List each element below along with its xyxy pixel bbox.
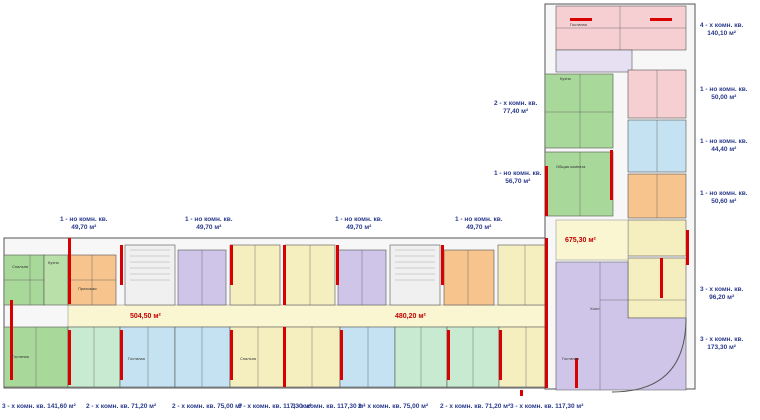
- apt-area: 117,30 м²: [555, 403, 584, 410]
- apt-type: 2 - х комн. кв.: [172, 403, 216, 410]
- apt-area: 117,30 м²: [337, 403, 366, 410]
- apt-label-bottom-2: 2 - х комн. кв. 71,20 м²: [86, 403, 156, 411]
- room-yellow-4: [229, 326, 286, 388]
- room-blue-2: [174, 326, 231, 388]
- apt-type: 1 - но комн. кв.: [455, 216, 503, 223]
- apt-type: 3 - х комн. кв.: [2, 403, 46, 410]
- room-label-living-2: Гостиная: [128, 356, 145, 361]
- apt-area: 49,70 м²: [346, 224, 372, 231]
- apt-area: 117,30 м²: [283, 403, 312, 410]
- red-walls: [10, 18, 689, 396]
- apt-label-right-5: 1 - но комн. кв. 56,70 м²: [494, 170, 542, 186]
- apt-label-top-4: 1 - но комн. кв. 49,70 м²: [455, 216, 503, 232]
- apt-type: 1 - но комн. кв.: [60, 216, 108, 223]
- apt-area: 141,60 м²: [47, 403, 76, 410]
- apt-area: 75,00 м²: [403, 403, 429, 410]
- room-label-bedroom-1: Спальня: [12, 264, 28, 269]
- apt-type: 3 - х комн. кв.: [292, 403, 336, 410]
- stair-lines: [130, 249, 435, 281]
- apt-type: 3 - х комн. кв.: [700, 286, 744, 293]
- apt-label-bottom-5: 3 - х комн. кв. 117,30 м²: [292, 403, 365, 411]
- apt-label-top-3: 1 - но комн. кв. 49,70 м²: [335, 216, 383, 232]
- apt-area: 77,40 м²: [503, 108, 529, 115]
- room-stair-2: [389, 244, 441, 306]
- room-yellow-right-2: [627, 257, 687, 319]
- apt-label-right-8: 3 - х комн. кв. 173,30 м²: [700, 336, 743, 352]
- room-label-living-1: Гостиная: [12, 354, 29, 359]
- apt-type: 4 - х комн. кв.: [700, 22, 744, 29]
- corner-curve: [611, 317, 687, 393]
- room-orange-2: [443, 249, 495, 306]
- room-label-living-4: Гостиная: [562, 356, 579, 361]
- apt-area: 56,70 м²: [505, 178, 531, 185]
- apt-type: 1 - но комн. кв.: [700, 190, 748, 197]
- room-blue-3: [339, 326, 396, 388]
- apt-label-bottom-4: 3 - х комн. кв. 117,30 м²: [238, 403, 311, 411]
- room-green-right-2: [544, 151, 614, 217]
- apt-area: 75,00 м²: [217, 403, 243, 410]
- room-stair-1: [124, 244, 176, 306]
- room-green-2: [43, 254, 69, 306]
- apt-label-right-4: 1 - но комн. кв. 44,40 м²: [700, 138, 748, 154]
- apt-area: 49,70 м²: [71, 224, 97, 231]
- apt-area: 71,20 м²: [485, 403, 511, 410]
- apt-label-bottom-1: 3 - х комн. кв. 141,60 м²: [2, 403, 76, 411]
- apt-type: 3 - х комн. кв.: [510, 403, 554, 410]
- corridor-area-2: 480,20 м²: [395, 313, 427, 320]
- room-label-dining-1: Общая комната: [556, 164, 586, 169]
- apt-area: 49,70 м²: [196, 224, 222, 231]
- apt-area: 50,60 м²: [711, 198, 737, 205]
- apt-label-right-1: 4 - х комн. кв. 140,10 м²: [700, 22, 743, 38]
- corridor-area-3: 675,30 м²: [565, 237, 597, 244]
- apt-type: 2 - х комн. кв.: [494, 100, 538, 107]
- room-label-bedroom-2: Спальня: [240, 356, 256, 361]
- apt-label-right-6: 1 - но комн. кв. 50,60 м²: [700, 190, 748, 206]
- apt-label-top-2: 1 - но комн. кв. 49,70 м²: [185, 216, 233, 232]
- room-yellow-5: [284, 326, 341, 388]
- apt-area: 71,20 м²: [131, 403, 157, 410]
- apt-type: 1 - но комн. кв.: [494, 170, 542, 177]
- apt-type: 2 - х комн. кв.: [440, 403, 484, 410]
- room-green-right-1: [544, 73, 614, 149]
- apt-type: 3 - х комн. кв.: [238, 403, 282, 410]
- room-yellow-right-1: [627, 219, 687, 257]
- apt-type: 3 - х комн. кв.: [700, 336, 744, 343]
- apt-label-top-1: 1 - но комн. кв. 49,70 м²: [60, 216, 108, 232]
- corridor-area-1: 504,50 м²: [130, 313, 162, 320]
- room-blue-1: [119, 326, 176, 388]
- apt-label-bottom-7: 2 - х комн. кв. 71,20 м²: [440, 403, 510, 411]
- room-lilac-right-top: [555, 49, 633, 73]
- apt-type: 1 - но комн. кв.: [700, 86, 748, 93]
- apt-label-right-3: 1 - но комн. кв. 50,00 м²: [700, 86, 748, 102]
- apt-type: 2 - х комн. кв.: [358, 403, 402, 410]
- apt-label-right-7: 3 - х комн. кв. 96,20 м²: [700, 286, 743, 302]
- apt-area: 44,40 м²: [711, 146, 737, 153]
- apt-type: 1 - но комн. кв.: [335, 216, 383, 223]
- apt-type: 2 - х комн. кв.: [86, 403, 130, 410]
- room-label-corridor-1: Холл: [590, 306, 600, 311]
- apt-area: 50,00 м²: [711, 94, 737, 101]
- apt-type: 1 - но комн. кв.: [700, 138, 748, 145]
- apt-area: 96,20 м²: [709, 294, 735, 301]
- apt-label-right-2: 2 - х комн. кв. 77,40 м²: [494, 100, 537, 116]
- apt-label-bottom-6: 2 - х комн. кв. 75,00 м²: [358, 403, 428, 411]
- apt-label-bottom-8: 3 - х комн. кв. 117,30 м²: [510, 403, 583, 411]
- room-label-kitchen-2: Кухня: [560, 76, 571, 81]
- apt-type: 1 - но комн. кв.: [185, 216, 233, 223]
- wall-lines: [4, 6, 686, 390]
- room-corridor-right: [555, 219, 629, 261]
- apt-label-bottom-3: 2 - х комн. кв. 75,00 м²: [172, 403, 242, 411]
- room-label-hall-1: Прихожая: [78, 286, 97, 291]
- apt-area: 173,30 м²: [707, 344, 736, 351]
- apt-area: 140,10 м²: [707, 30, 736, 37]
- room-label-kitchen-1: Кухня: [48, 260, 59, 265]
- apt-area: 49,70 м²: [466, 224, 492, 231]
- room-label-living-3: Гостиная: [570, 22, 587, 27]
